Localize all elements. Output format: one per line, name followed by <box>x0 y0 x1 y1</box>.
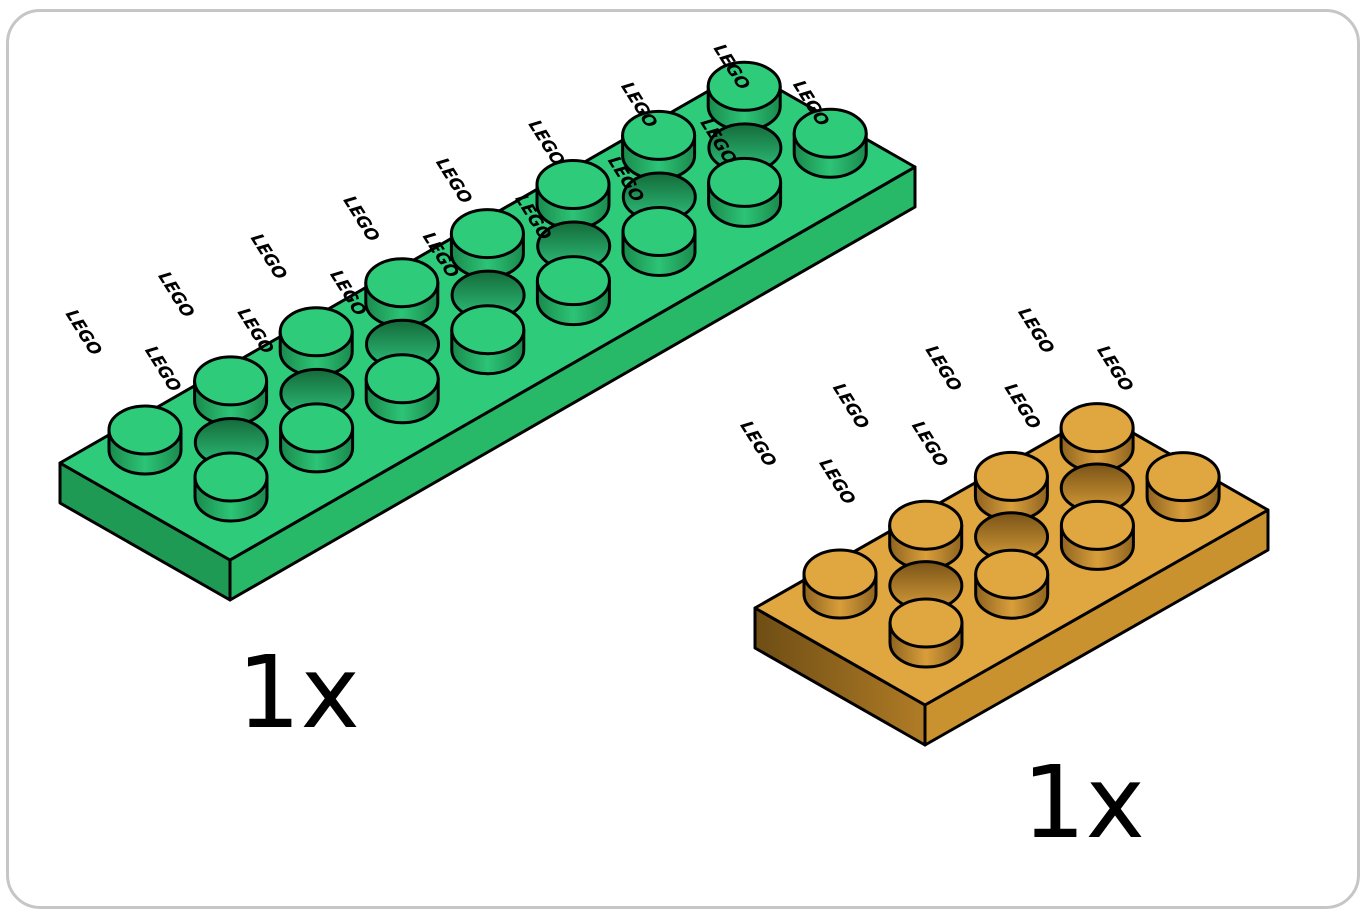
stud-logo: LEGO <box>1012 306 1058 355</box>
stud-logo: LEGO <box>430 156 476 205</box>
stud-logo: LEGO <box>1091 344 1137 393</box>
stud-logo: LEGO <box>232 306 278 355</box>
stud: LEGO <box>602 155 697 277</box>
stud-logo: LEGO <box>523 118 569 167</box>
stud: LEGO <box>734 419 878 620</box>
stud-logo: LEGO <box>337 194 383 243</box>
green-plate-studs: LEGOLEGOLEGOLEGOLEGOLEGOLEGOLEGOLEGOLEGO… <box>60 42 868 523</box>
green-plate: LEGOLEGOLEGOLEGOLEGOLEGOLEGOLEGOLEGOLEGO… <box>58 42 917 602</box>
stud-logo: LEGO <box>734 419 780 468</box>
stud: LEGO <box>1012 306 1135 474</box>
stud-logo: LEGO <box>245 232 291 281</box>
stud-logo: LEGO <box>152 270 198 319</box>
stud: LEGO <box>919 344 1049 522</box>
stud-logo: LEGO <box>999 382 1045 431</box>
stud-logo: LEGO <box>919 344 965 393</box>
stud: LEGO <box>706 42 782 132</box>
stud-logo: LEGO <box>813 457 859 506</box>
orange-plate-quantity: 1x <box>1022 744 1145 861</box>
stud: LEGO <box>615 80 697 181</box>
stud-logo: LEGO <box>827 382 873 431</box>
stud: LEGO <box>787 79 868 179</box>
orange-plate: LEGO LEGO LEGO LEGO LEGO LEGO LEGO LEGO <box>734 306 1270 747</box>
stud: LEGO <box>827 382 964 571</box>
stud-logo: LEGO <box>615 80 661 129</box>
green-plate-quantity: 1x <box>237 634 360 751</box>
stud-logo: LEGO <box>60 308 106 357</box>
stud-logo: LEGO <box>139 344 185 393</box>
stud-logo: LEGO <box>906 420 952 469</box>
stud: LEGO <box>60 308 183 476</box>
